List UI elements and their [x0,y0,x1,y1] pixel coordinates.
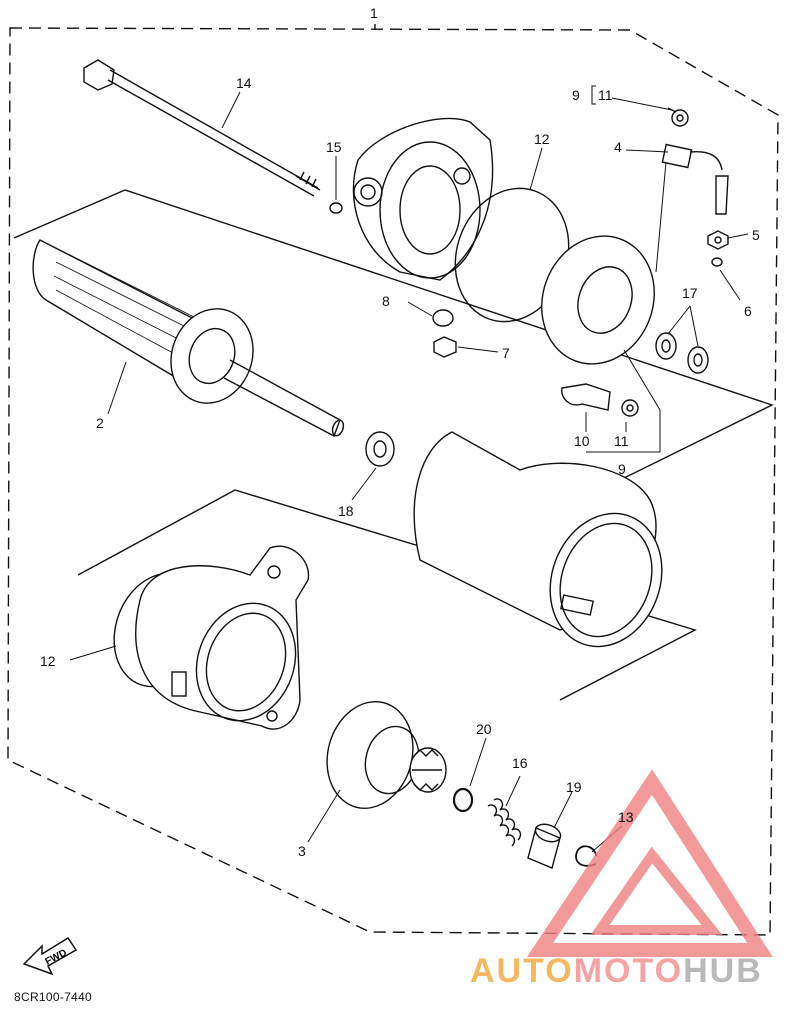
washer-18 [365,431,395,467]
callout-12-top: 12 [534,131,550,147]
nut-5 [707,230,729,250]
spring-16 [487,798,522,847]
watermark-text: AUTOMOTOHUB [470,952,763,991]
fwd-arrow-icon: FWD [22,936,78,976]
callout-19: 19 [566,779,582,795]
callout-15: 15 [326,139,342,155]
o-ring-6 [711,257,723,267]
callout-4: 4 [614,139,622,155]
callout-2: 2 [96,415,104,431]
callout-1: 1 [370,5,378,21]
nut-11-lower [621,399,639,417]
nut-11-top [667,107,689,127]
callout-16: 16 [512,755,528,771]
rear-cover [352,117,494,281]
nut-8 [432,309,454,327]
callout-12-bottom: 12 [40,653,56,669]
callout-20: 20 [476,721,492,737]
watermark-logo [526,769,773,957]
callout-10: 10 [574,433,590,449]
callout-6: 6 [744,303,752,319]
callout-18: 18 [338,503,354,519]
through-bolt [83,59,321,197]
circlip-20 [452,787,474,813]
front-cover [135,545,310,730]
upper-plane [13,189,774,481]
callout-9-top: 9 [572,87,580,103]
callout-17: 17 [682,285,698,301]
callout-11-bottom: 11 [614,433,629,449]
callout-14: 14 [236,75,252,91]
callout-13: 13 [618,809,634,825]
collar-19 [527,823,562,869]
callout-3: 3 [298,843,306,859]
starter-clutch [326,701,447,809]
fwd-arrow: FWD [22,934,82,983]
drawing-code: 8CR100-7440 [14,990,93,1004]
callouts: 1 2 3 4 5 6 7 8 9 9 10 11 11 12 12 13 14… [40,5,760,859]
brush [661,143,729,215]
callout-5: 5 [752,227,760,243]
callout-9-bottom: 9 [618,461,626,477]
watermark-part-auto: AUTO [470,952,574,990]
yoke [413,431,663,648]
armature [32,239,345,437]
nut-7 [433,336,457,358]
brush-plate [541,235,655,365]
leader-lines [69,85,749,853]
o-ring-15 [329,202,343,214]
terminal-insulator-10 [561,383,611,411]
snap-ring-13 [575,845,597,867]
callout-11-top: 11 [598,87,613,103]
washers-17 [655,332,709,374]
watermark-part-hub: HUB [683,952,763,990]
watermark-part-moto: MOTO [573,952,684,990]
callout-7: 7 [502,345,510,361]
callout-8: 8 [382,293,390,309]
